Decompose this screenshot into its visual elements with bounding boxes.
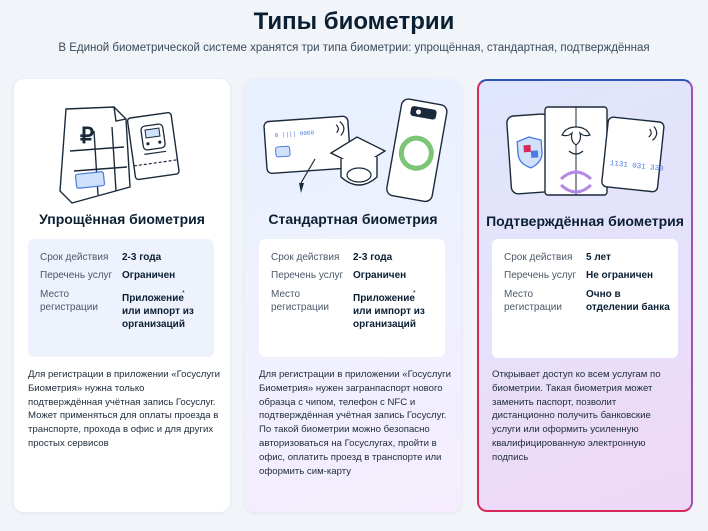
row-label: Перечень услуг	[271, 270, 344, 281]
svg-text:₽: ₽	[80, 123, 94, 148]
row-value: Не ограничен	[586, 270, 654, 281]
card-title: Стандартная биометрия	[268, 211, 438, 227]
card-confirmed-biometrics[interactable]: 1131 031 330 Подтверждённая биометрия Ср…	[477, 79, 693, 512]
row-value: Приложение или импорт из организаций*	[122, 290, 200, 331]
document-ruble-train-icon: ₽	[14, 91, 230, 211]
row-label: Место регистрации	[504, 289, 562, 313]
row-label: Перечень услуг	[40, 270, 113, 281]
row-label: Срок действия	[504, 252, 573, 263]
info-box: Срок действия 2-3 года Перечень услуг Ог…	[259, 239, 445, 357]
footnote-mark: *	[182, 290, 185, 297]
passport-emblem-card-icon: 1131 031 330	[479, 93, 691, 213]
card-simplified-biometrics[interactable]: ₽ Упрощённая биометрия Срок действия 2-3…	[14, 79, 230, 512]
row-value: 2-3 года	[122, 252, 162, 263]
card-standard-biometrics[interactable]: 0 |||| 0000 Стандартная биометрия Сро	[245, 79, 461, 512]
footnote-mark: *	[413, 290, 416, 297]
row-label: Перечень услуг	[504, 270, 577, 281]
row-value: 2-3 года	[353, 252, 393, 263]
card-title: Упрощённая биометрия	[39, 211, 205, 227]
info-box: Срок действия 5 лет Перечень услуг Не ог…	[492, 239, 678, 358]
svg-text:0 |||| 0000: 0 |||| 0000	[274, 129, 314, 139]
card-description: Для регистрации в приложении «Госуслуги …	[28, 369, 221, 449]
page-subtitle: В Единой биометрической системе хранятся…	[58, 42, 650, 54]
card-description: Открывает доступ ко всем услугам по биом…	[492, 369, 661, 463]
card-description: Для регистрации в приложении «Госуслуги …	[259, 369, 452, 477]
info-box: Срок действия 2-3 года Перечень услуг Ог…	[28, 239, 214, 357]
row-value: Ограничен	[122, 270, 176, 281]
nfc-card-graduation-cap-icon: 0 |||| 0000	[245, 91, 461, 211]
row-value: Приложение или импорт из организаций*	[353, 290, 431, 331]
row-value: 5 лет	[586, 252, 611, 263]
row-label: Срок действия	[271, 252, 340, 263]
row-value: Очно в отделении банка	[586, 289, 670, 313]
row-label: Срок действия	[40, 252, 109, 263]
card-title: Подтверждённая биометрия	[486, 213, 684, 229]
row-value: Ограничен	[353, 270, 407, 281]
page-title: Типы биометрии	[253, 8, 455, 35]
row-label: Место регистрации	[40, 289, 98, 313]
row-label: Место регистрации	[271, 289, 329, 313]
